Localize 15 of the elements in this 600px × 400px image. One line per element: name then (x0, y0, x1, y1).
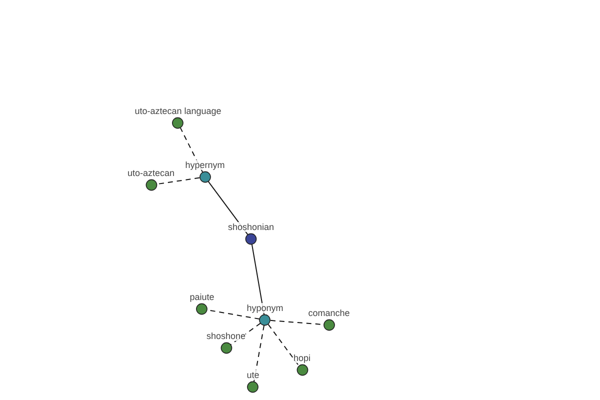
connector (251, 244, 265, 316)
node-label: hopi (294, 353, 310, 363)
node-label: shoshonian (228, 222, 274, 232)
node-label: uto-aztecan (127, 168, 175, 178)
node-label: hyponym (246, 303, 284, 313)
node-label: comanche (308, 308, 350, 318)
dashed-connector (268, 324, 300, 366)
node-label: shoshone (206, 331, 246, 341)
node-label: paiute (190, 292, 214, 302)
dashed-connector (230, 322, 262, 346)
node-label: ute (246, 370, 260, 380)
node-label: uto-aztecan language (134, 106, 222, 116)
node-label: hypernym (185, 160, 225, 170)
dashed-connector (253, 324, 265, 382)
dashed-connector (180, 127, 204, 173)
